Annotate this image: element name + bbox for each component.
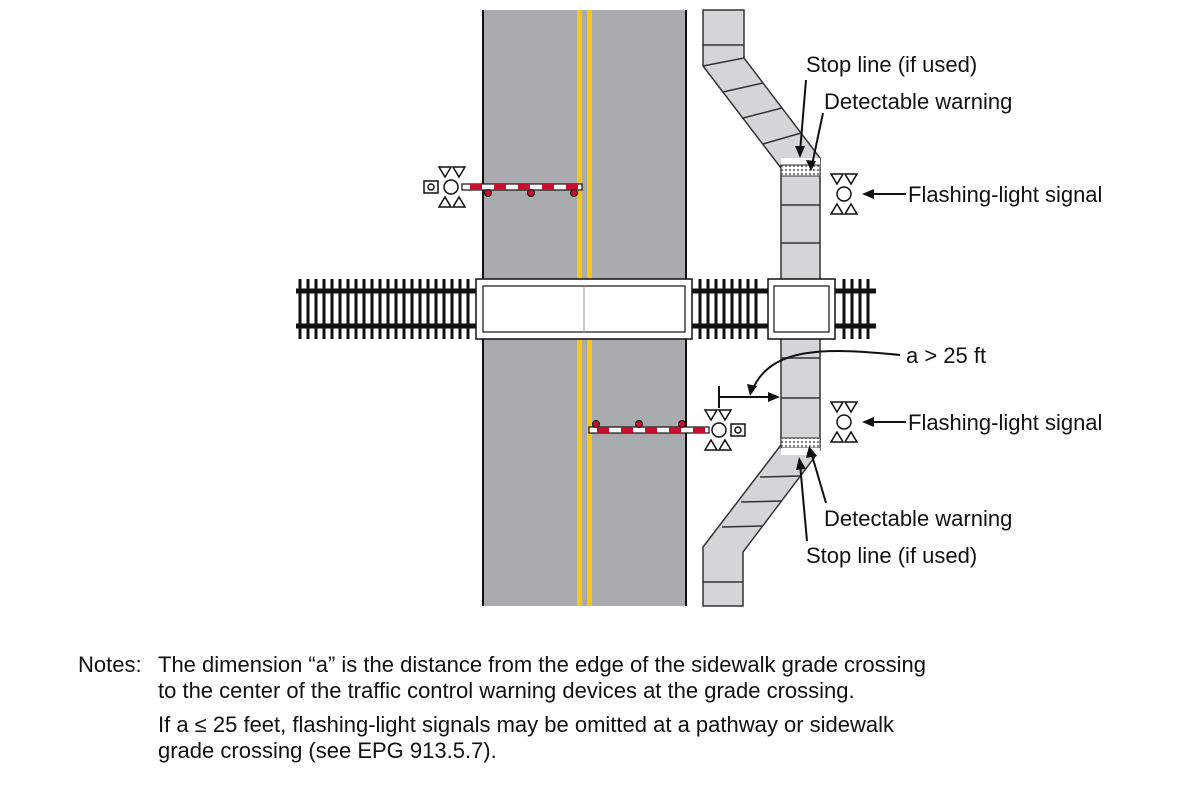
note-2-line-2: grade crossing (see EPG 913.5.7). — [158, 738, 497, 763]
stop-line-top — [781, 158, 820, 165]
notes-section: Notes: The dimension “a” is the distance… — [78, 652, 1178, 764]
label-flashing-light-top: Flashing-light signal — [908, 182, 1102, 207]
notes-heading: Notes: — [78, 652, 142, 677]
crossing-panel-sidewalk — [767, 278, 836, 340]
flashing-light-signal-icon — [423, 166, 467, 208]
label-detectable-warning-top: Detectable warning — [824, 89, 1012, 114]
arrowheads — [747, 146, 874, 470]
flashing-light-signal-icon — [829, 173, 859, 215]
note-1-line-2: to the center of the traffic control war… — [158, 678, 855, 703]
gate-arm-top — [461, 183, 583, 197]
label-dimension-a: a > 25 ft — [906, 343, 986, 368]
flashing-light-signal-icon — [829, 401, 859, 443]
note-2-line-1: If a ≤ 25 feet, flashing-light signals m… — [158, 712, 895, 737]
label-stop-line-top: Stop line (if used) — [806, 52, 977, 77]
stop-line-bottom — [781, 448, 820, 455]
label-detectable-warning-bottom: Detectable warning — [824, 506, 1012, 531]
detectable-warning-top — [780, 164, 821, 177]
gate-arm-bottom — [588, 420, 710, 434]
sidewalk-top — [702, 9, 821, 281]
crossing-panel-road — [475, 278, 693, 340]
note-1-line-1: The dimension “a” is the distance from t… — [158, 652, 926, 677]
railroad-track — [296, 278, 876, 340]
detectable-warning-bottom — [780, 437, 821, 449]
sidewalk-bottom — [702, 337, 821, 607]
flashing-light-signal-icon — [703, 409, 746, 451]
label-flashing-light-bottom: Flashing-light signal — [908, 410, 1102, 435]
label-stop-line-bottom: Stop line (if used) — [806, 543, 977, 568]
